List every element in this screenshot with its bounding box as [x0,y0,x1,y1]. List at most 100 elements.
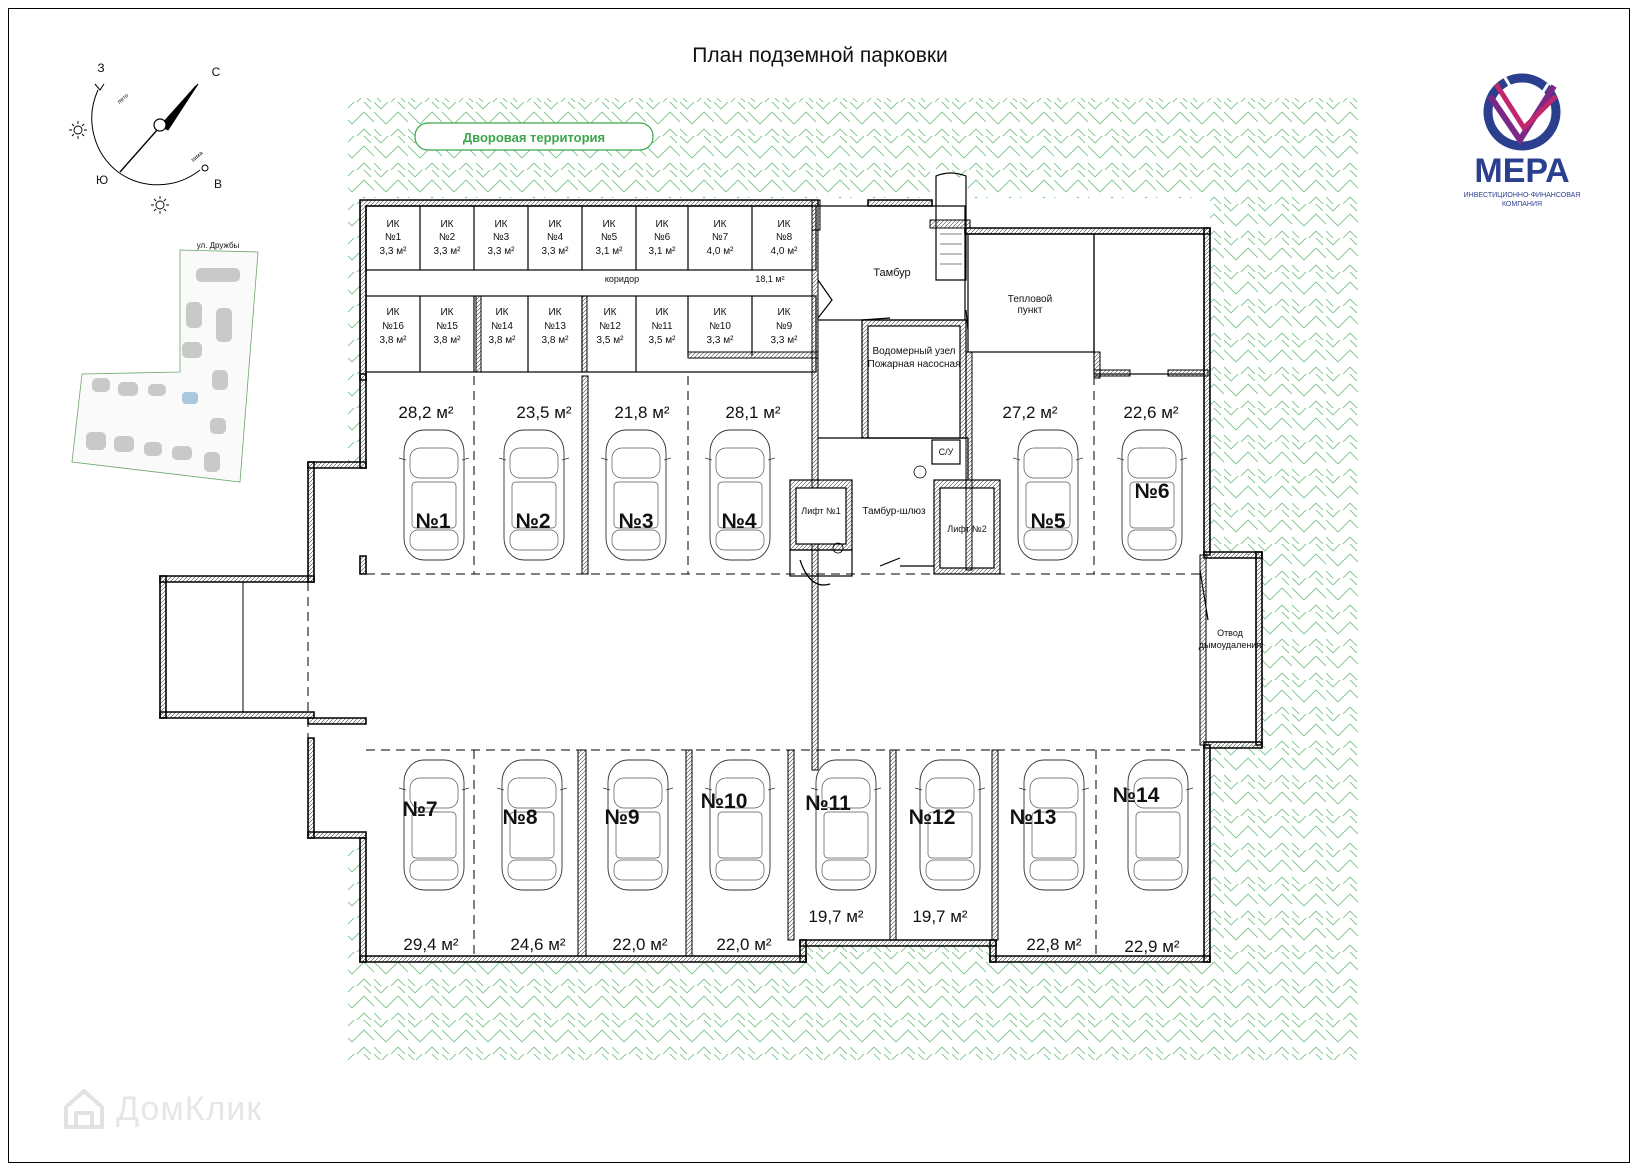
tambur-label: Тамбур [873,267,910,279]
storage-area: 4,0 м² [707,246,735,257]
spot-area: 19,7 м² [912,907,967,926]
spot-area: 22,0 м² [612,935,667,954]
compass-winter: зима [190,150,205,164]
storage-no: №3 [493,232,510,243]
storage-area: 3,1 м² [649,246,677,257]
page-title: План подземной парковки [692,44,948,67]
tambur-shlyuz-label: Тамбур-шлюз [862,505,926,517]
spot-area: 22,0 м² [716,935,771,954]
spot-area: 19,7 м² [808,907,863,926]
spot-area: 27,2 м² [1002,403,1057,422]
vodomer-label: Водомерный узел [872,346,955,357]
teplovoy-label: Тепловой [1008,294,1052,305]
storage-no: №14 [491,321,513,332]
su-label: С/У [939,447,954,457]
storage-label: ИК [713,219,726,230]
spot-number: №10 [701,790,748,813]
watermark-text: ДомКлик [116,1089,263,1128]
storage-area: 3,8 м² [542,335,570,346]
spot-area: 28,1 м² [725,403,780,422]
storage-area: 3,3 м² [771,335,799,346]
storage-area: 3,3 м² [542,246,570,257]
spot-number: №12 [909,806,956,829]
storage-label: ИК [494,219,507,230]
storage-label: ИК [495,307,508,318]
storage-area: 3,5 м² [649,335,677,346]
mera-logo: МЕРА ИНВЕСТИЦИОННО-ФИНАНСОВАЯ КОМПАНИЯ [1464,73,1580,208]
storage-label: ИК [386,219,399,230]
storage-no: №7 [712,232,729,243]
logo-name: МЕРА [1474,152,1569,190]
storage-no: №15 [436,321,458,332]
spot-number: №8 [502,806,537,829]
storage-label: ИК [655,307,668,318]
spot-number: №7 [402,798,437,821]
spot-number: №1 [415,510,450,533]
storage-label: ИК [603,307,616,318]
site-street: ул. Дружбы [197,241,240,250]
storage-no: №9 [776,321,793,332]
storage-area: 3,3 м² [488,246,516,257]
storage-no: №13 [544,321,566,332]
storage-no: №5 [601,232,618,243]
page-frame [8,8,1630,1163]
spot-number: №14 [1113,784,1160,807]
storage-label: ИК [386,307,399,318]
storage-label: ИК [655,219,668,230]
storage-no: №16 [382,321,404,332]
spot-area: 24,6 м² [510,935,565,954]
storage-no: №8 [776,232,793,243]
compass-south: Ю [96,173,108,187]
storage-no: №1 [385,232,402,243]
spot-number: №9 [604,806,639,829]
storage-area: 3,3 м² [380,246,408,257]
storage-label: ИК [548,307,561,318]
spot-number: №5 [1030,510,1065,533]
storage-label: ИК [548,219,561,230]
vodomer-label-2: Пожарная насосная [868,359,961,370]
spot-number: №2 [515,510,550,533]
logo-subtitle-2: КОМПАНИЯ [1502,201,1542,208]
spot-number: №6 [1134,480,1169,503]
yard-badge [414,122,654,151]
compass-east: В [214,177,222,191]
spot-area: 28,2 м² [398,403,453,422]
compass [91,83,209,186]
storage-area: 3,8 м² [380,335,408,346]
spot-number: №4 [721,510,756,533]
storage-no: №6 [654,232,671,243]
corridor-label: коридор [605,274,639,284]
storage-label: ИК [713,307,726,318]
storage-no: №10 [709,321,731,332]
storage-area: 3,5 м² [597,335,625,346]
compass-west: З [97,61,104,75]
otvod-label-2: дымоудаления [1199,640,1262,650]
storage-area: 3,8 м² [434,335,462,346]
storage-area: 3,3 м² [434,246,462,257]
lift2-label: Лифт №2 [947,524,986,534]
storage-label: ИК [777,307,790,318]
otvod-label: Отвод [1217,628,1244,638]
home-icon [64,1089,104,1129]
storage-area: 3,1 м² [596,246,624,257]
storage-label: ИК [602,219,615,230]
spot-number: №11 [805,792,851,815]
spot-area: 29,4 м² [403,935,458,954]
spot-area: 21,8 м² [614,403,669,422]
storage-area: 4,0 м² [771,246,799,257]
spot-area: 22,9 м² [1124,937,1179,956]
storage-label: ИК [440,219,453,230]
storage-area: 3,3 м² [707,335,735,346]
spot-number: №3 [618,510,653,533]
lift1-label: Лифт №1 [801,506,840,516]
storage-no: №2 [439,232,456,243]
teplovoy-label-2: пункт [1017,305,1042,316]
compass-north: С [212,65,221,79]
storage-area: 3,8 м² [489,335,517,346]
corridor-area: 18,1 м² [755,274,784,284]
storage-label: ИК [440,307,453,318]
sun-icon [151,196,169,214]
storage-no: №4 [547,232,564,243]
storage-label: ИК [777,219,790,230]
